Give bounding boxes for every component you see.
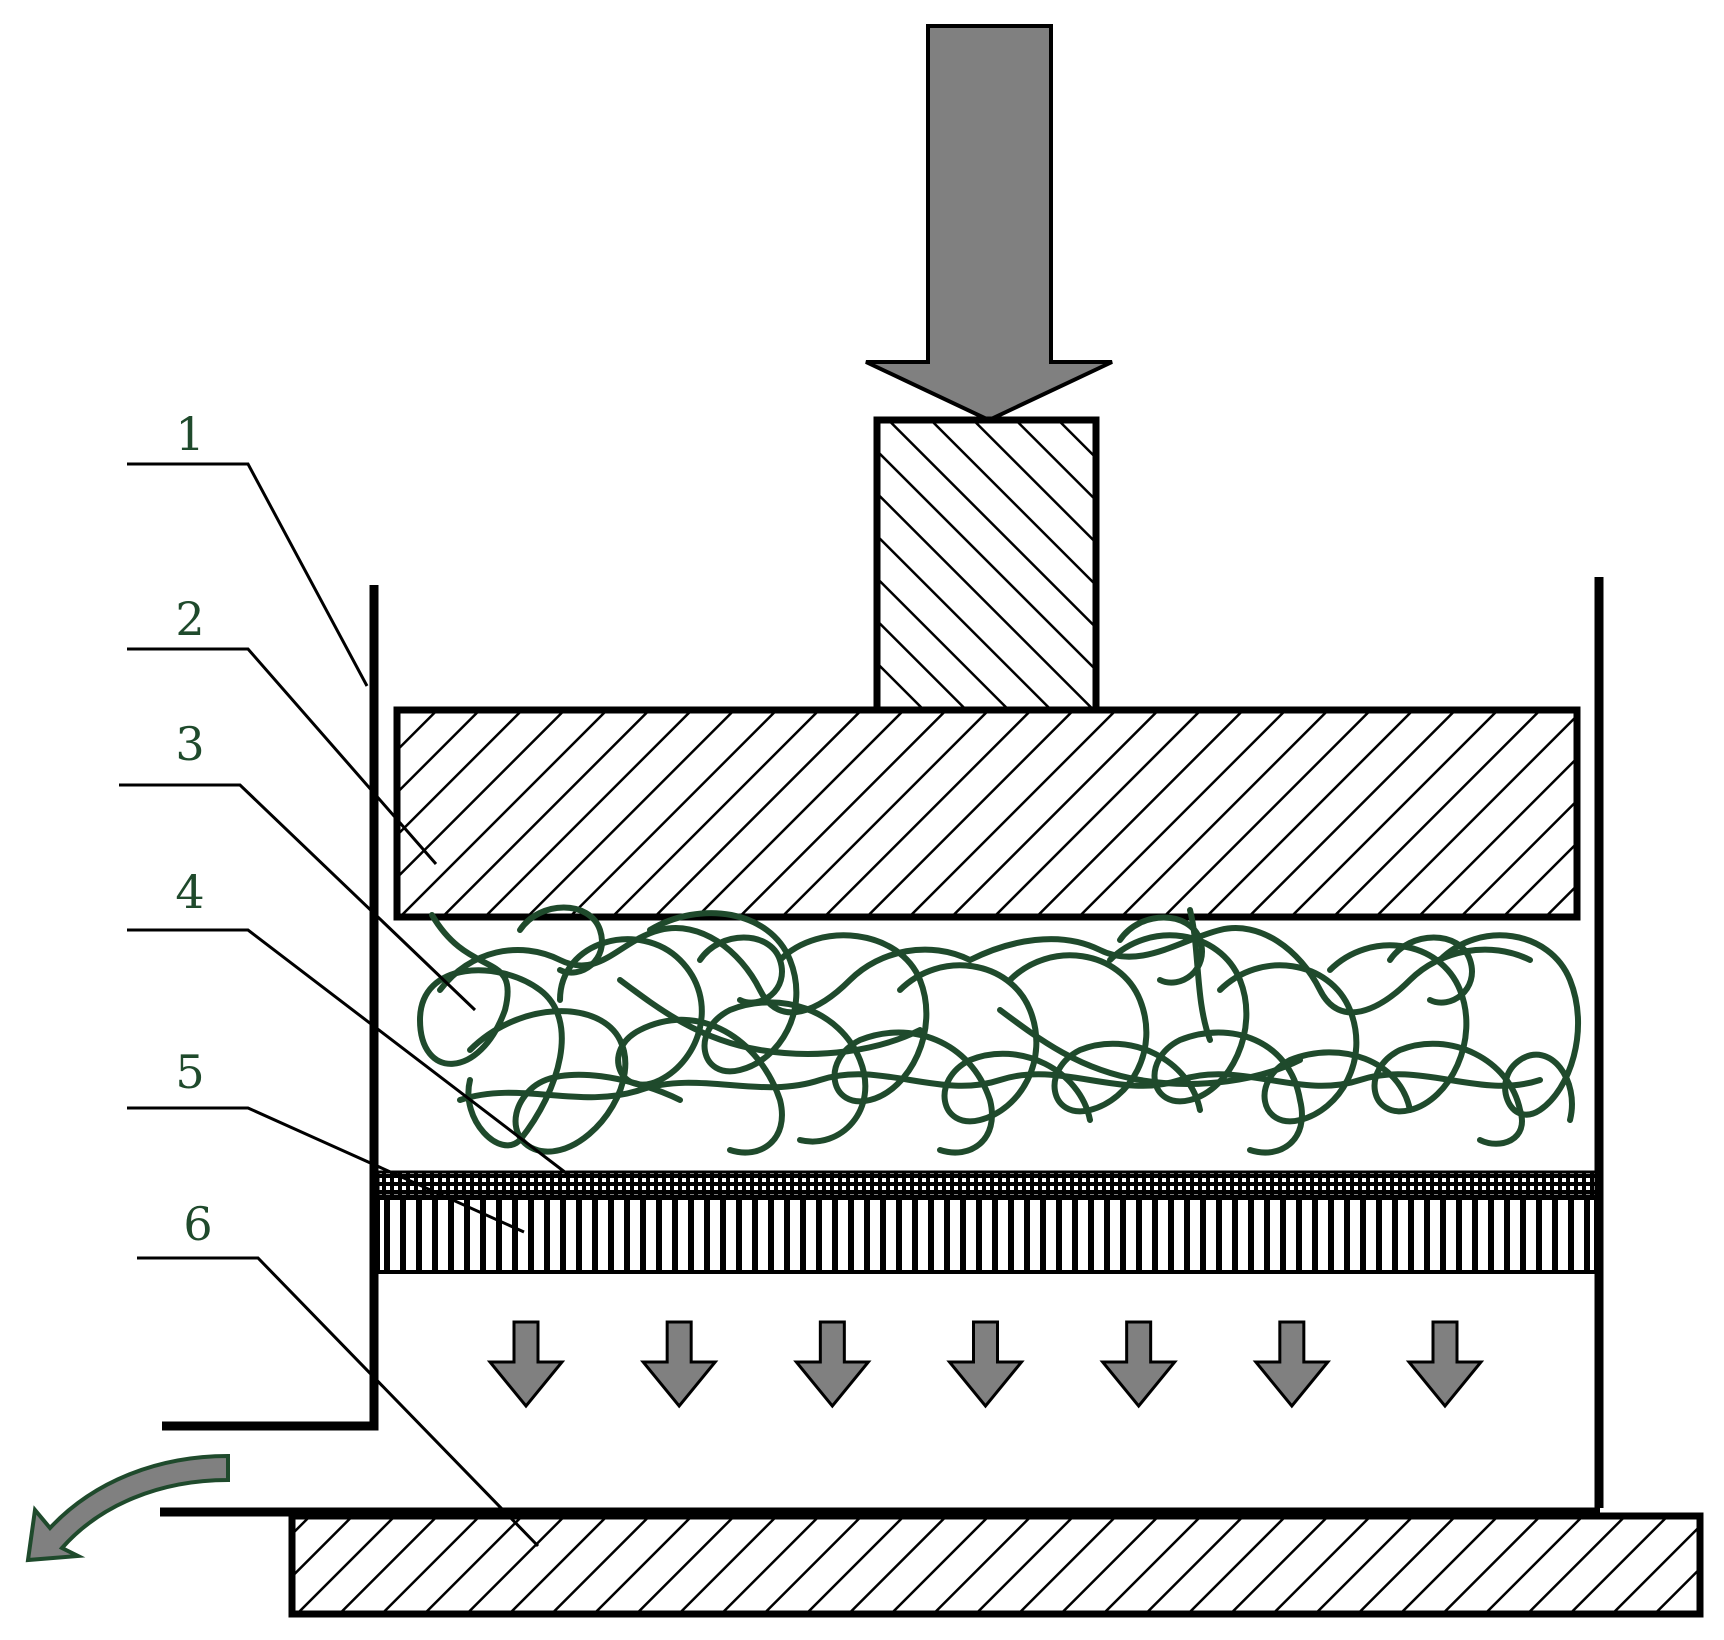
flow-down-arrow-icon — [1405, 1320, 1485, 1409]
base-plate — [288, 1512, 1704, 1618]
callout-number-4: 4 — [175, 865, 204, 919]
callout-number-5: 5 — [175, 1045, 204, 1099]
press-plate — [393, 706, 1581, 921]
flow-down-arrow-icon — [1099, 1320, 1178, 1409]
leader-lines — [119, 462, 571, 1548]
leader-line-2 — [127, 647, 438, 865]
flow-arrows-group — [486, 1320, 1485, 1409]
leader-line-3 — [119, 783, 477, 1012]
flow-down-arrow-icon — [946, 1320, 1025, 1409]
callout-number-6: 6 — [183, 1197, 212, 1251]
fibrous-material — [416, 904, 1581, 1156]
callout-number-3: 3 — [175, 717, 204, 771]
flow-down-arrow-icon — [640, 1320, 719, 1409]
callout-number-2: 2 — [175, 592, 204, 646]
piston-stem — [873, 416, 1100, 714]
flow-down-arrow-icon — [1252, 1320, 1331, 1409]
filter-layer-dotted — [376, 1170, 1598, 1198]
leader-line-4 — [127, 928, 571, 1178]
flow-down-arrow-icon — [486, 1320, 566, 1409]
leader-line-1 — [127, 462, 369, 687]
flow-down-arrow-icon — [793, 1320, 872, 1409]
force-down-arrow-icon — [865, 24, 1113, 423]
container-left-wall — [162, 585, 379, 1431]
support-layer-lined — [376, 1196, 1598, 1274]
outlet-curved-arrow-icon — [25, 1453, 230, 1563]
leader-line-6 — [137, 1256, 540, 1548]
leader-line-5 — [127, 1106, 525, 1234]
callout-number-1: 1 — [175, 407, 204, 461]
